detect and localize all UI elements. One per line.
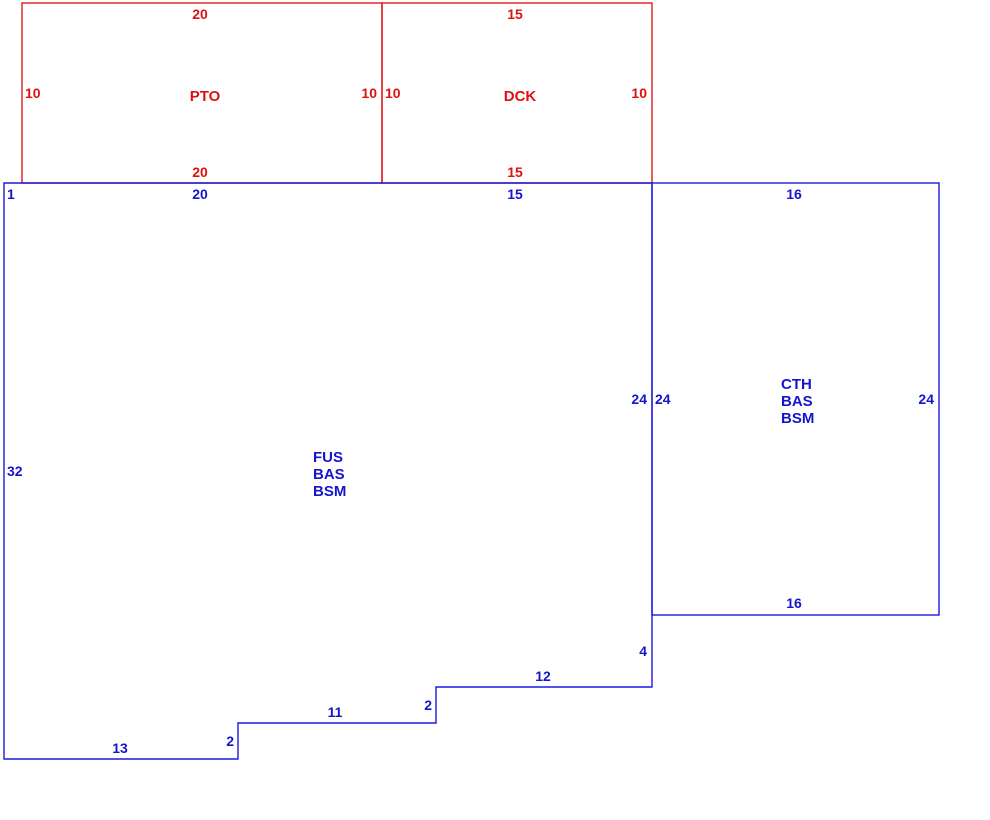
main-left-dimension: 32 — [7, 463, 23, 479]
main-bottom-dimension: 13 — [112, 740, 128, 756]
main-top-left-dimension: 20 — [192, 186, 208, 202]
dck-section: 15 10 DCK 10 15 — [381, 2, 653, 184]
cth-right-dimension: 24 — [918, 391, 934, 407]
cth-left-dimension: 24 — [655, 391, 671, 407]
cth-outline — [651, 182, 940, 616]
main-step-4-dimension: 4 — [639, 643, 647, 659]
dck-label: DCK — [504, 88, 537, 105]
dck-bottom-dimension: 15 — [507, 164, 523, 180]
cth-section: 16 24 CTH BAS BSM 24 16 — [651, 182, 940, 616]
main-label-line-3: BSM — [313, 483, 346, 500]
main-step-11-dimension: 11 — [328, 704, 343, 720]
cth-label-line-3: BSM — [781, 410, 814, 427]
main-step-2-upper-dimension: 2 — [424, 697, 432, 713]
cth-bottom-dimension: 16 — [786, 595, 802, 611]
pto-section: 20 10 PTO 10 20 — [21, 2, 383, 184]
dck-left-dimension: 10 — [385, 85, 401, 101]
pto-label: PTO — [190, 88, 221, 105]
pto-right-dimension: 10 — [361, 85, 377, 101]
pto-bottom-dimension: 20 — [192, 164, 208, 180]
main-step-2-lower-dimension: 2 — [226, 733, 234, 749]
cth-label-line-2: BAS — [781, 393, 813, 410]
main-top-right-dimension: 15 — [507, 186, 523, 202]
pto-top-dimension: 20 — [192, 6, 208, 22]
main-corner-label: 1 — [7, 186, 15, 202]
main-step-12-dimension: 12 — [535, 668, 551, 684]
pto-left-dimension: 10 — [25, 85, 41, 101]
main-section: 1 20 15 32 24 FUS BAS BSM 4 12 2 11 2 13 — [3, 182, 653, 760]
main-label-line-2: BAS — [313, 466, 345, 483]
dck-top-dimension: 15 — [507, 6, 523, 22]
main-label-line-1: FUS — [313, 449, 343, 466]
cth-label-line-1: CTH — [781, 376, 812, 393]
main-right-dimension: 24 — [631, 391, 647, 407]
dck-right-dimension: 10 — [631, 85, 647, 101]
cth-top-dimension: 16 — [786, 186, 802, 202]
